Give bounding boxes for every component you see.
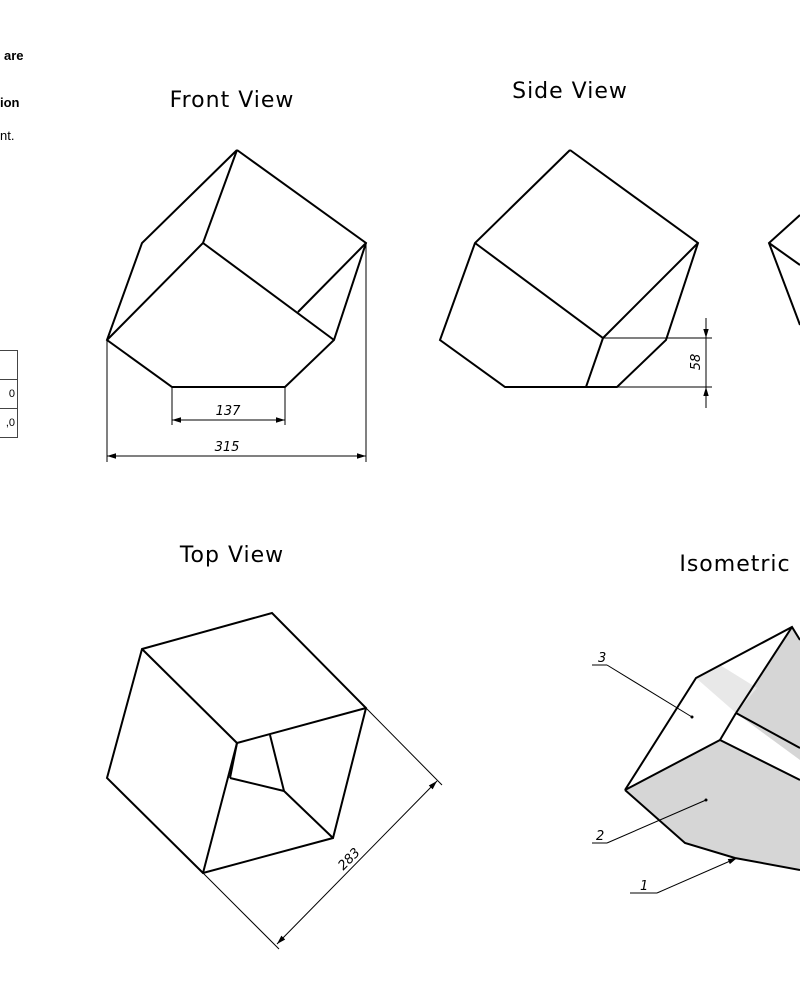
callout-3-label: 3 [598,651,606,666]
table-cell: ,0 [0,408,18,438]
callout-1-label: 1 [640,879,648,894]
side-view-outline [438,149,700,388]
callout-2-label: 2 [596,829,604,844]
isometric-view: Isometric 3 2 1 [592,552,800,894]
cutoff-table: 0 ,0 [0,350,18,438]
front-dimension-137: 137 [171,387,286,425]
front-view: Front View 137 315 [105,88,368,462]
front-dimension-315: 315 [106,243,367,462]
dim-283-label: 283 [335,845,363,873]
side-view: Side View 58 [438,79,800,408]
cutoff-label-3: nt. [0,128,15,143]
side-view-title: Side View [512,79,628,104]
isometric-callouts: 3 2 1 [592,651,738,894]
dim-58-label: 58 [689,354,704,371]
dim-137-label: 137 [216,404,242,419]
isometric-title: Isometric [679,552,790,577]
top-view-title: Top View [179,543,284,568]
isometric-shading [625,627,800,870]
cutoff-label-2: ion [0,95,20,110]
isometric-outline [624,625,800,871]
front-view-outline [105,149,368,388]
top-view-outline [105,611,368,875]
top-view: Top View 283 [105,543,443,950]
cutoff-view-edge [767,214,800,326]
cutoff-label-1: are [4,48,24,63]
front-view-title: Front View [170,88,295,113]
side-dimension-58: 58 [603,318,712,408]
dim-315-label: 315 [215,440,240,455]
